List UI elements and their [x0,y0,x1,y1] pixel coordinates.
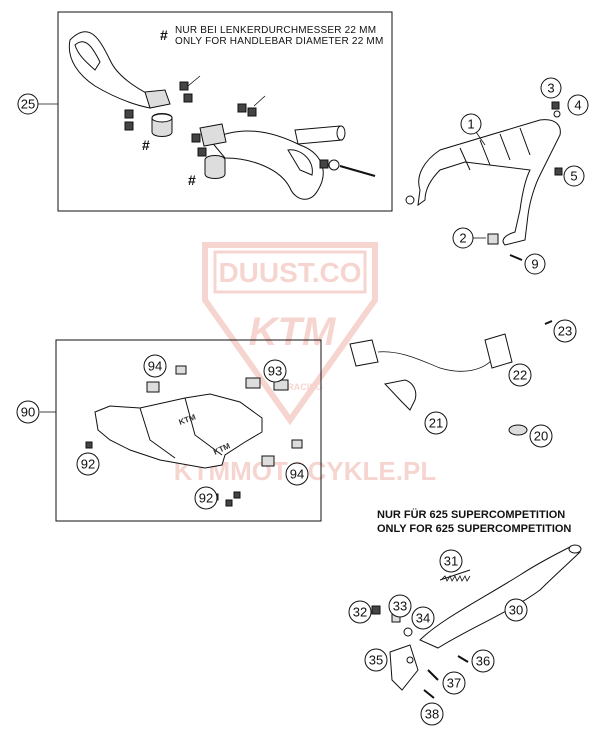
hash-marker-1: # [142,137,150,153]
rack-hardware [487,101,563,261]
callout-90: 90 [16,400,40,424]
svg-text:92: 92 [81,457,95,472]
svg-text:22: 22 [513,368,527,383]
skid-plate-group: KTM KTM 90 94 93 92 94 92 [16,339,322,522]
svg-text:37: 37 [447,676,461,691]
svg-text:34: 34 [416,611,430,626]
handlebar-tube [294,125,343,145]
callout-22: 22 [508,363,532,387]
supercomp-note-en: ONLY FOR 625 SUPERCOMPETITION [377,523,571,535]
svg-text:1: 1 [467,117,474,132]
nut-32 [371,605,381,615]
callout-92-bottom: 92 [194,486,218,510]
callout-9: 9 [524,253,546,275]
callout-21: 21 [424,411,448,435]
callout-38: 38 [420,702,444,726]
handguard-group: # NUR BEI LENKERDURCHMESSER 22 MM ONLY F… [17,11,393,212]
rubber-cap [508,424,528,436]
svg-text:33: 33 [393,599,407,614]
svg-text:30: 30 [509,603,523,618]
svg-text:3: 3 [547,81,554,96]
skid-plate [94,393,263,469]
callout-33: 33 [388,594,412,618]
callout-25: 25 [17,93,39,115]
callout-5: 5 [563,165,585,187]
svg-text:32: 32 [353,605,367,620]
hash-marker-2: # [188,172,196,188]
side-stand [419,545,581,649]
connector [349,339,379,367]
callout-30: 30 [504,598,528,622]
handlebar-note-en: ONLY FOR HANDLEBAR DIAMETER 22 MM [175,36,384,47]
callout-94-bottom: 94 [285,462,309,486]
svg-text:90: 90 [21,405,35,420]
callout-34: 34 [411,606,435,630]
watermark-racing: RACING [287,382,323,392]
handguard-frame [57,11,393,212]
watermark-brand: KTM [249,310,337,354]
svg-text:9: 9 [531,257,538,272]
svg-text:93: 93 [268,364,282,379]
callout-20: 20 [529,424,553,448]
stand-bracket [389,644,419,691]
handguard-bracket-left [144,89,171,109]
svg-text:20: 20 [534,429,548,444]
svg-text:21: 21 [429,416,443,431]
callout-3: 3 [540,77,562,99]
clamp-right [204,155,226,179]
hash-note-symbol: # [160,27,168,43]
callout-36: 36 [471,649,495,673]
skid-plate-frame [55,339,322,522]
svg-text:94: 94 [148,359,162,374]
svg-text:5: 5 [570,169,577,184]
svg-text:23: 23 [558,324,572,339]
svg-text:25: 25 [21,97,35,112]
callout-23: 23 [553,319,577,343]
bolt-set-left [124,75,207,157]
svg-text:4: 4 [574,98,581,113]
callout-32: 32 [348,600,372,624]
luggage-rack-group: 1 3 4 5 2 9 [405,77,589,275]
handguard-bracket-right [199,123,227,147]
washer-34 [403,627,413,637]
svg-text:94: 94 [290,467,304,482]
handguard-right [209,130,324,200]
svg-text:36: 36 [476,654,490,669]
watermark-logo-text: DUUST.CO [218,257,361,288]
callout-2: 2 [452,227,474,249]
handlebar-note-de: NUR BEI LENKERDURCHMESSER 22 MM [175,25,376,36]
svg-text:92: 92 [199,491,213,506]
callout-1: 1 [460,113,482,135]
callout-92-left: 92 [76,452,100,476]
svg-text:2: 2 [459,231,466,246]
callout-35: 35 [364,648,388,672]
callout-93: 93 [263,359,287,383]
callout-31: 31 [439,549,463,573]
sensor-bracket [384,379,417,411]
callout-37: 37 [442,671,466,695]
sensor-module [484,333,513,369]
bolt-set-right [237,95,376,177]
callout-4: 4 [567,94,589,116]
sensor-group: 23 22 21 20 [349,319,577,448]
side-stand-group: NUR FÜR 625 SUPERCOMPETITION ONLY FOR 62… [348,508,582,726]
callout-94-top: 94 [143,354,167,378]
svg-text:35: 35 [369,653,383,668]
luggage-rack [417,119,561,246]
svg-text:31: 31 [444,554,458,569]
supercomp-note-de: NUR FÜR 625 SUPERCOMPETITION [377,508,565,521]
svg-text:38: 38 [425,707,439,722]
stand-spring [439,569,471,581]
